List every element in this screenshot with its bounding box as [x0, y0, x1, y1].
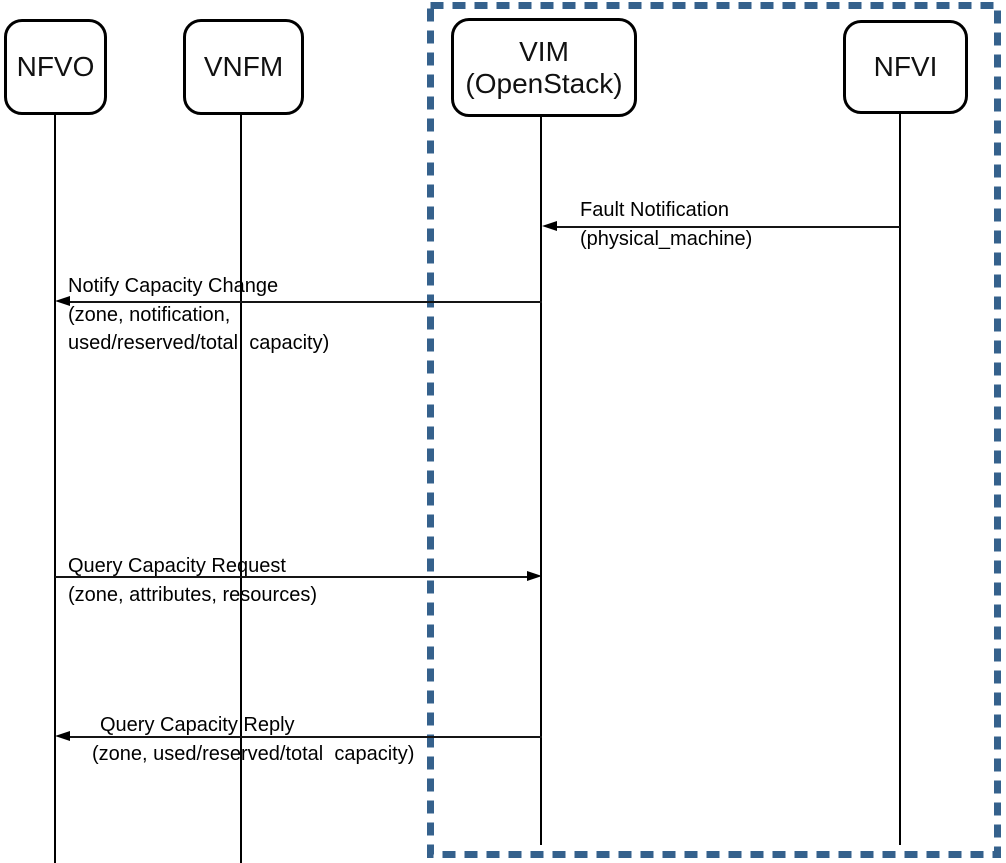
- arrowhead-query-capacity-reply: [55, 731, 70, 741]
- message-label-query-capacity-request: Query Capacity Request: [68, 555, 286, 577]
- actor-box-vnfm: VNFM: [183, 19, 304, 115]
- actor-label-vim: VIM: [519, 35, 569, 67]
- message-params-notify-capacity-change-1: (zone, notification,: [68, 304, 231, 326]
- lifeline-nfvo: [54, 115, 56, 863]
- message-params-fault-notification: (physical_machine): [580, 228, 753, 250]
- actor-label-nfvi: NFVI: [873, 51, 938, 82]
- actor-box-nfvi: NFVI: [843, 20, 968, 114]
- actor-sublabel-vim: (OpenStack): [465, 67, 623, 99]
- message-line-fault-notification: [555, 226, 900, 228]
- message-label-notify-capacity-change: Notify Capacity Change: [68, 275, 279, 297]
- message-line-query-capacity-reply: [69, 736, 542, 738]
- actor-box-vim: VIM (OpenStack): [451, 18, 637, 117]
- message-label-query-capacity-reply: Query Capacity Reply: [100, 714, 295, 736]
- arrowhead-fault-notification: [542, 221, 557, 231]
- message-line-query-capacity-request: [55, 576, 527, 578]
- lifeline-vim: [540, 117, 542, 845]
- actor-label-vnfm: VNFM: [203, 51, 284, 82]
- actor-label-nfvo: NFVO: [16, 51, 95, 82]
- lifeline-nfvi: [899, 114, 901, 845]
- lifeline-vnfm: [240, 115, 242, 863]
- message-label-fault-notification: Fault Notification: [580, 199, 729, 221]
- message-line-notify-capacity-change: [69, 301, 542, 303]
- boundary-dashed-rect: [427, 2, 1001, 858]
- message-params-query-capacity-reply: (zone, used/reserved/total capacity): [92, 743, 415, 765]
- actor-box-nfvo: NFVO: [4, 19, 107, 115]
- message-params-notify-capacity-change-2: used/reserved/total capacity): [68, 332, 330, 354]
- arrowhead-notify-capacity-change: [55, 296, 70, 306]
- arrowhead-query-capacity-request: [527, 571, 542, 581]
- message-params-query-capacity-request: (zone, attributes, resources): [68, 584, 317, 606]
